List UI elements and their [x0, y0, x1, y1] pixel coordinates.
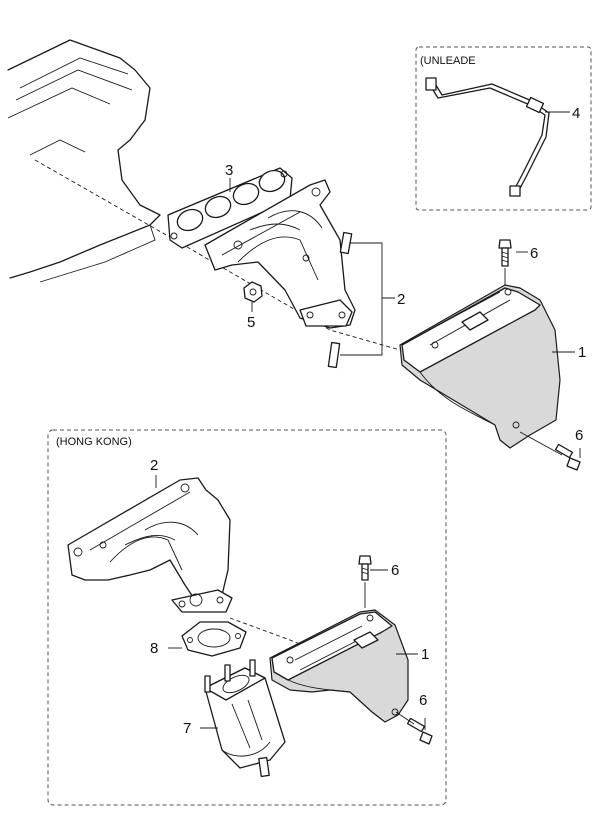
callout-3: 3: [225, 162, 233, 179]
hong-kong-inset: (HONG KONG): [47, 429, 447, 806]
callout-6-top-b: 6: [575, 427, 583, 444]
heat-protector-top: [399, 284, 561, 449]
nut-part: [243, 281, 263, 303]
callout-6-hk-b: 6: [419, 692, 427, 709]
bolt-top-b: [519, 431, 581, 471]
callout-7: 7: [183, 720, 191, 737]
callout-6-top-a: 6: [530, 245, 538, 262]
engine-block-outline: [7, 39, 161, 283]
callout-6-hk-a: 6: [391, 562, 399, 579]
callout-numbers: 3 2 5 1 4 6 6 2 6 1 8 7 6: [150, 105, 586, 737]
exhaust-manifold-top: [204, 179, 356, 329]
callout-4: 4: [572, 105, 580, 122]
unleaded-inset: (UNLEADE: [415, 46, 592, 211]
heat-protector-hk: [269, 609, 409, 723]
manifold-gasket-part: [167, 167, 293, 249]
callout-1-hk: 1: [421, 646, 429, 663]
callout-2-top: 2: [397, 291, 405, 308]
unleaded-label: (UNLEADE: [420, 55, 476, 67]
exhaust-manifold-hk: [67, 477, 233, 613]
callout-8: 8: [150, 640, 158, 657]
assembly-centerline: [34, 159, 401, 351]
leader-lines: [155, 111, 581, 730]
hong-kong-label: (HONG KONG): [56, 436, 132, 448]
callout-1-top: 1: [578, 344, 586, 361]
bolt-hk-a: [358, 555, 372, 608]
catalytic-converter-part: [204, 659, 286, 778]
bolt-top-a: [498, 239, 512, 285]
callout-5: 5: [247, 314, 255, 331]
bolt-hk-b: [395, 711, 433, 745]
manifold-studs: [327, 231, 353, 369]
converter-gasket-part: [181, 621, 247, 657]
oxygen-sensor-tube-part: [425, 77, 550, 197]
callout-2-hk: 2: [150, 457, 158, 474]
